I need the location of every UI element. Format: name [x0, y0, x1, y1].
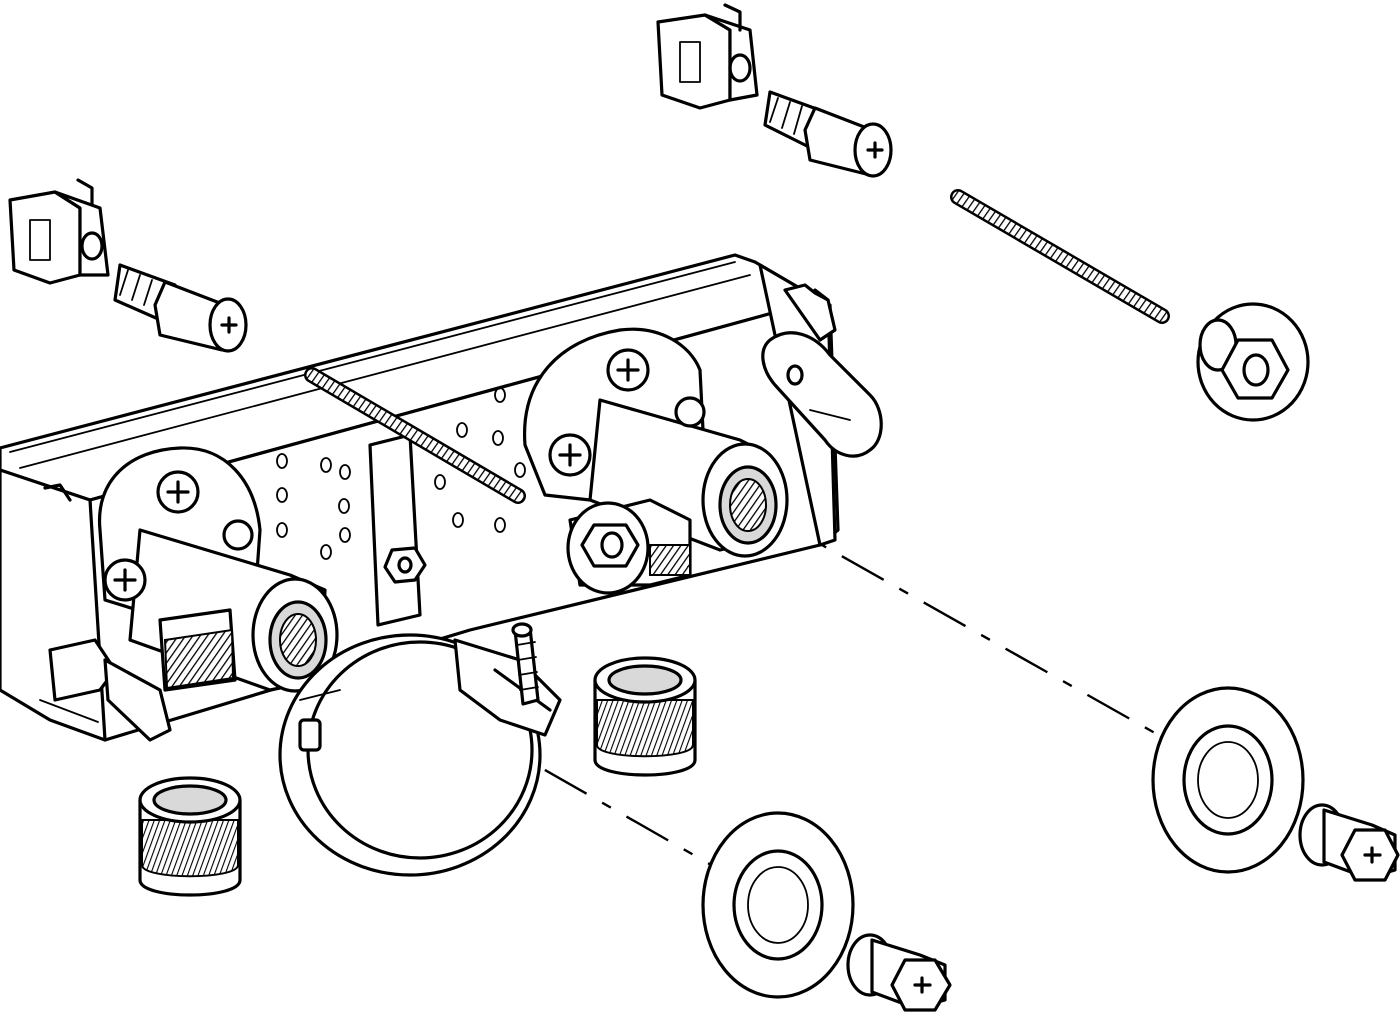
- threaded-sleeve-left: [138, 776, 242, 897]
- screw-head: [103, 558, 147, 602]
- pipe-elbow-right-lower: [566, 498, 692, 595]
- centerline-lower: [299, 628, 721, 872]
- divider-bolt: [383, 546, 427, 584]
- wall-plug-left: [113, 263, 248, 353]
- centerline-upper: [759, 508, 1186, 752]
- wall-clip-left: [8, 178, 110, 285]
- screw-head: [548, 433, 592, 477]
- cover-rosette-lower: [701, 811, 855, 999]
- clamp-ring: [278, 622, 562, 877]
- washer-nut: [1196, 302, 1310, 422]
- wall-plug-upper: [763, 90, 893, 178]
- cover-rosette-upper: [1151, 686, 1305, 874]
- threaded-rod-upper: [950, 189, 1170, 324]
- screw-head: [156, 470, 200, 514]
- screw-head: [606, 348, 650, 392]
- plug-screw-lower: [846, 933, 952, 1012]
- pipe-elbow-left: [97, 446, 339, 693]
- frame-holes: [276, 387, 526, 560]
- wall-clip-upper: [656, 3, 759, 110]
- threaded-rod-frame: [304, 367, 526, 504]
- plug-screw-upper: [1298, 803, 1400, 882]
- threaded-sleeve-center: [593, 656, 697, 777]
